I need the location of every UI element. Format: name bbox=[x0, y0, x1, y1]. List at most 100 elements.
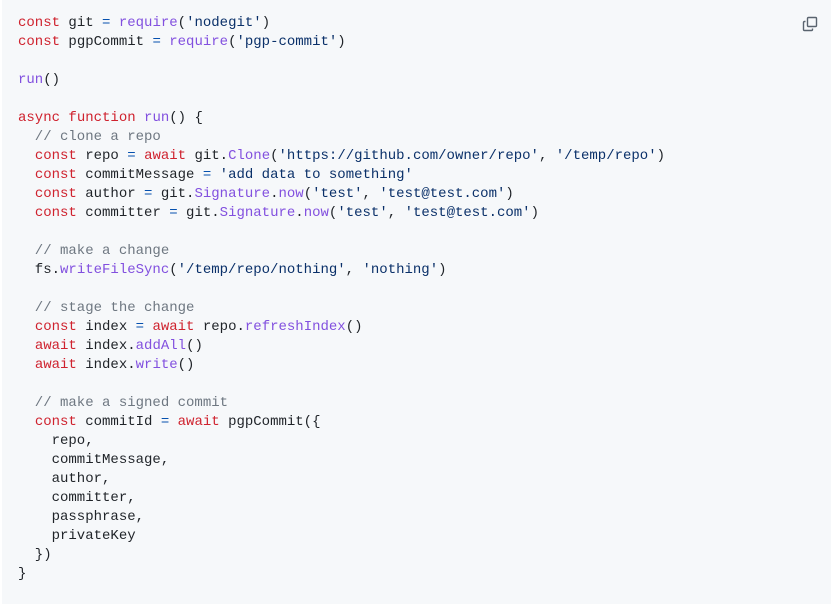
code-line: await index.write() bbox=[18, 356, 665, 375]
string-literal: 'test@test.com' bbox=[404, 205, 531, 221]
code-text: , bbox=[345, 262, 363, 278]
code-line: const committer = git.Signature.now('tes… bbox=[18, 204, 665, 223]
string-literal: 'test@test.com' bbox=[379, 186, 506, 202]
code-text: () bbox=[177, 357, 195, 373]
code-line: run() bbox=[18, 71, 665, 90]
function-name: require bbox=[169, 34, 229, 50]
code-line: privateKey bbox=[18, 527, 665, 546]
code-line bbox=[18, 280, 665, 299]
code-text: git. bbox=[177, 205, 220, 221]
operator: = bbox=[135, 319, 145, 335]
code-line: async function run() { bbox=[18, 109, 665, 128]
string-literal: 'test' bbox=[337, 205, 388, 221]
keyword: const bbox=[34, 319, 77, 335]
keyword: await bbox=[34, 338, 77, 354]
code-line: const git = require('nodegit') bbox=[18, 14, 665, 33]
code-text: committer, bbox=[18, 490, 136, 506]
code-text: author, bbox=[18, 471, 111, 487]
function-name: Signature bbox=[194, 186, 271, 202]
code-text bbox=[18, 186, 35, 202]
code-text: ( bbox=[228, 34, 237, 50]
code-line: fs.writeFileSync('/temp/repo/nothing', '… bbox=[18, 261, 665, 280]
code-text: ( bbox=[169, 262, 178, 278]
comment: // make a change bbox=[18, 243, 170, 259]
code-line: const pgpCommit = require('pgp-commit') bbox=[18, 33, 665, 52]
code-text bbox=[18, 338, 35, 354]
code-text: pgpCommit({ bbox=[219, 414, 321, 430]
code-text bbox=[161, 34, 169, 50]
code-text: repo bbox=[76, 148, 128, 164]
operator: = bbox=[160, 414, 170, 430]
copy-icon bbox=[802, 16, 818, 32]
code-text: ( bbox=[328, 205, 338, 221]
function-name: now bbox=[278, 186, 304, 202]
code-text: git. bbox=[186, 148, 229, 164]
operator: = bbox=[144, 186, 153, 202]
code-text: , bbox=[362, 186, 380, 202]
code-text: , bbox=[387, 205, 405, 221]
code-text bbox=[18, 167, 35, 183]
code-line: passphrase, bbox=[18, 508, 665, 527]
code-line: }) bbox=[18, 546, 665, 565]
comment: // clone a repo bbox=[18, 129, 161, 145]
function-name: addAll bbox=[135, 338, 187, 354]
code-line bbox=[18, 223, 665, 242]
string-literal: '/temp/repo/nothing' bbox=[177, 262, 346, 278]
code-text: commitMessage, bbox=[18, 452, 170, 468]
keyword: const bbox=[18, 15, 61, 31]
function-name: now bbox=[303, 205, 329, 221]
code-text: pgpCommit bbox=[60, 34, 153, 50]
code-text: author bbox=[76, 186, 145, 202]
code-text: ( bbox=[177, 15, 187, 31]
operator: = bbox=[102, 15, 111, 31]
code-line: // make a change bbox=[18, 242, 665, 261]
code-text: commitMessage bbox=[76, 167, 203, 183]
keyword: await bbox=[177, 414, 220, 430]
code-text: ) bbox=[261, 15, 271, 31]
code-text: ( bbox=[270, 148, 279, 164]
code-line: committer, bbox=[18, 489, 665, 508]
code-text: () bbox=[43, 72, 61, 88]
keyword: async bbox=[18, 110, 61, 126]
copy-button[interactable] bbox=[796, 12, 824, 36]
code-text: privateKey bbox=[18, 528, 136, 544]
comment: // stage the change bbox=[18, 300, 195, 316]
keyword: const bbox=[34, 186, 77, 202]
code-text: ) bbox=[438, 262, 447, 278]
code-content[interactable]: const git = require('nodegit')const pgpC… bbox=[18, 14, 665, 584]
keyword: const bbox=[34, 148, 77, 164]
operator: = bbox=[169, 205, 178, 221]
code-text bbox=[18, 319, 35, 335]
code-line: author, bbox=[18, 470, 665, 489]
keyword: await bbox=[152, 319, 195, 335]
comment: // make a signed commit bbox=[18, 395, 229, 411]
code-text: repo. bbox=[194, 319, 245, 335]
keyword: await bbox=[144, 148, 187, 164]
code-text bbox=[18, 414, 35, 430]
code-text: git bbox=[60, 15, 103, 31]
keyword: const bbox=[34, 414, 77, 430]
string-literal: 'pgp-commit' bbox=[236, 34, 338, 50]
operator: = bbox=[152, 34, 161, 50]
code-text: commitId bbox=[76, 414, 161, 430]
code-line bbox=[18, 375, 665, 394]
function-name: run bbox=[144, 110, 170, 126]
code-text: () bbox=[186, 338, 203, 354]
keyword: function bbox=[68, 110, 136, 126]
code-text: () bbox=[345, 319, 363, 335]
code-line: const commitMessage = 'add data to somet… bbox=[18, 166, 665, 185]
code-text: , bbox=[538, 148, 556, 164]
code-text: ) bbox=[337, 34, 346, 50]
code-text bbox=[18, 205, 35, 221]
code-text: ) bbox=[505, 186, 514, 202]
code-text: fs. bbox=[18, 262, 61, 278]
string-literal: 'nothing' bbox=[362, 262, 439, 278]
code-line: repo, bbox=[18, 432, 665, 451]
code-text bbox=[211, 167, 219, 183]
code-text: index. bbox=[76, 338, 136, 354]
code-text: ) bbox=[656, 148, 666, 164]
code-line bbox=[18, 90, 665, 109]
code-text bbox=[169, 414, 177, 430]
code-text: passphrase, bbox=[18, 509, 145, 525]
